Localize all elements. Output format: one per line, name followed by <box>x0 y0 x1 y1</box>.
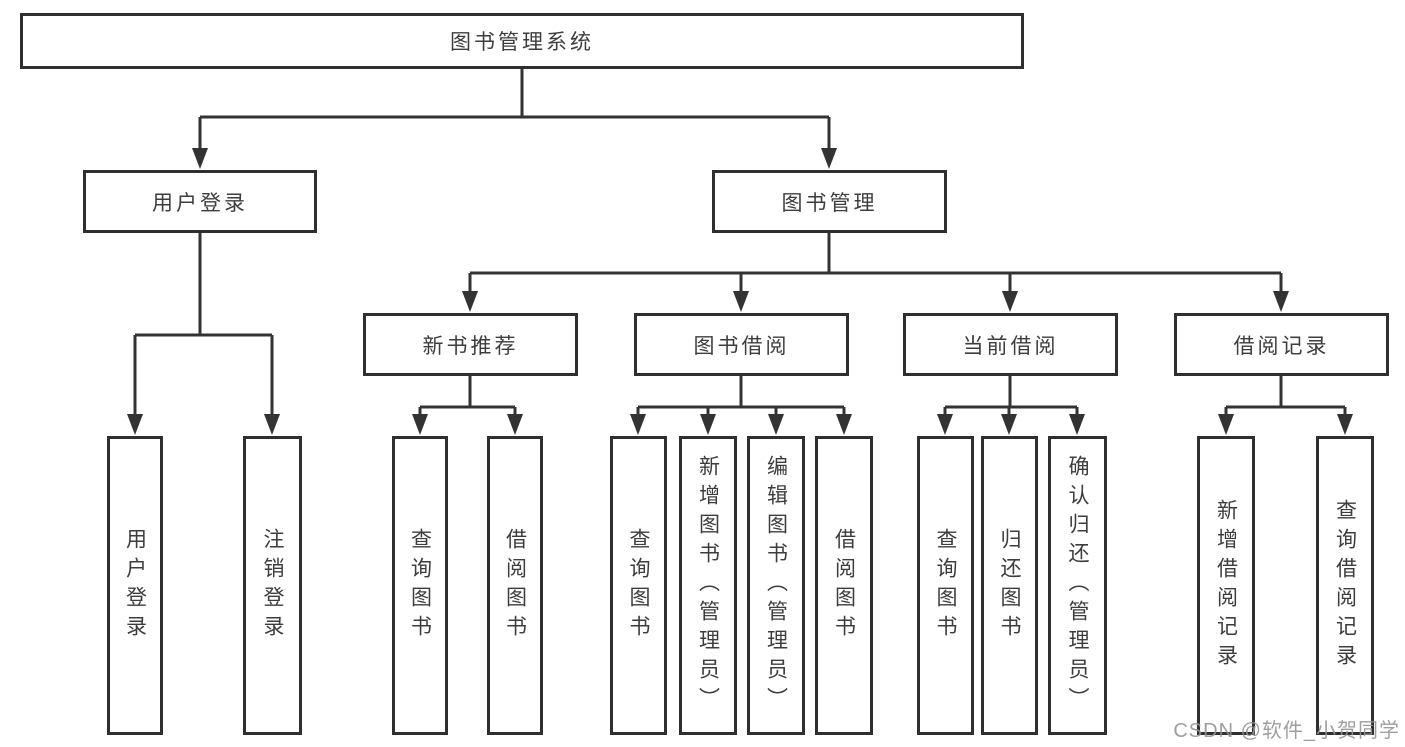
node-book-mgmt: 图书管理 <box>712 170 947 233</box>
leaf-query-books-recommend: 查询图书 <box>392 436 448 735</box>
leaf-user-login: 用户登录 <box>107 436 163 735</box>
node-cat-current-borrow: 当前借阅 <box>903 313 1118 376</box>
leaf-query-borrow-record-label: 查询借阅记录 <box>1333 498 1357 673</box>
leaf-add-borrow-record: 新增借阅记录 <box>1197 436 1255 735</box>
leaf-confirm-return-admin: 确认归还（管理员） <box>1048 436 1107 735</box>
leaf-query-books-borrow: 查询图书 <box>610 436 667 735</box>
node-cat-borrow-record: 借阅记录 <box>1174 313 1389 376</box>
leaf-query-books-current-label: 查询图书 <box>934 527 957 644</box>
csdn-watermark: CSDN @软件_小贺同学 <box>1173 720 1400 742</box>
node-user-login: 用户登录 <box>83 170 317 233</box>
leaf-query-books-current: 查询图书 <box>917 436 974 735</box>
leaf-return-books: 归还图书 <box>981 436 1038 735</box>
leaf-query-books-recommend-label: 查询图书 <box>408 527 432 644</box>
leaf-confirm-return-admin-label: 确认归还（管理员） <box>1066 455 1089 716</box>
leaf-borrow-books-recommend: 借阅图书 <box>487 436 543 735</box>
leaf-add-borrow-record-label: 新增借阅记录 <box>1214 498 1238 673</box>
leaf-add-books-admin: 新增图书（管理员） <box>679 436 737 735</box>
leaf-edit-books-admin: 编辑图书（管理员） <box>747 436 805 735</box>
leaf-edit-books-admin-label: 编辑图书（管理员） <box>764 455 788 716</box>
leaf-borrow-books-label: 借阅图书 <box>832 527 856 644</box>
node-root: 图书管理系统 <box>20 13 1024 69</box>
leaf-query-borrow-record: 查询借阅记录 <box>1316 436 1374 735</box>
leaf-logout: 注销登录 <box>243 436 302 735</box>
node-cat-new-book-recommend: 新书推荐 <box>363 313 578 376</box>
leaf-borrow-books: 借阅图书 <box>815 436 873 735</box>
leaf-logout-label: 注销登录 <box>261 527 284 644</box>
leaf-user-login-label: 用户登录 <box>123 527 147 644</box>
leaf-add-books-admin-label: 新增图书（管理员） <box>696 455 720 716</box>
leaf-borrow-books-recommend-label: 借阅图书 <box>503 527 527 644</box>
node-cat-book-borrow: 图书借阅 <box>634 313 849 376</box>
leaf-return-books-label: 归还图书 <box>998 527 1021 644</box>
leaf-query-books-borrow-label: 查询图书 <box>627 527 650 644</box>
